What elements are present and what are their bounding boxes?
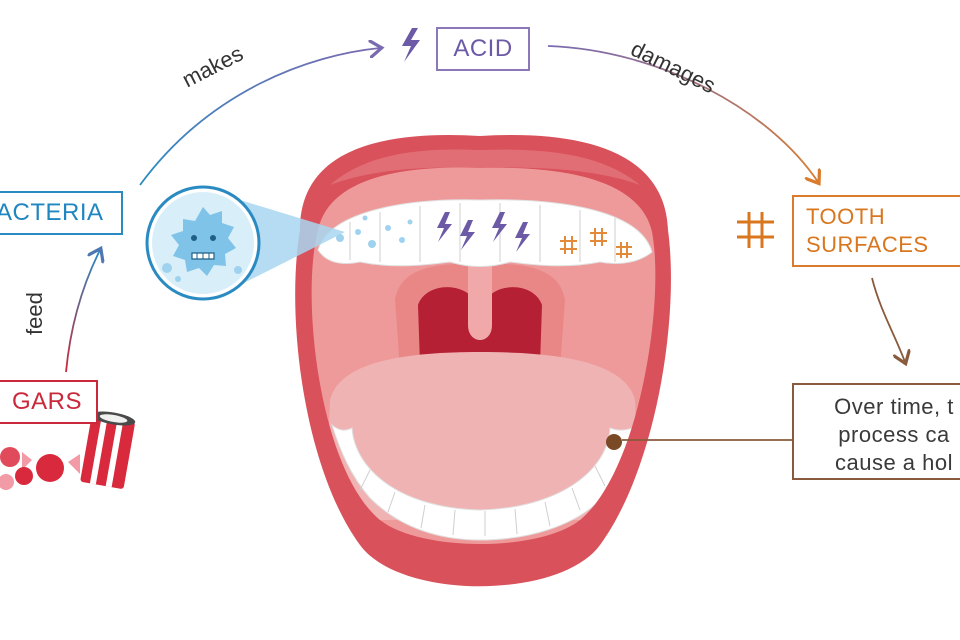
hash-grid-icon [737,212,774,248]
hole-line-1: Over time, t [834,394,954,419]
damage-marks [560,228,632,258]
magnifier-beam [240,200,345,285]
bacteria-box: ACTERIA [0,191,123,235]
plaque-dots [336,215,413,248]
acid-box: ACID [436,27,530,71]
lip-highlight [330,149,640,185]
throat-opening [418,287,542,365]
tooth-surfaces-box: TOOTH SURFACES [792,195,960,267]
tooth-surfaces-line-1: TOOTH [806,204,886,229]
feed-label: feed [22,292,47,335]
candy-icon [0,411,136,490]
hole-line-3: cause a hol [834,450,954,475]
to-hole-arrow [871,277,905,362]
sugars-label: GARS [11,388,82,415]
tooth-surfaces-line-2: SURFACES [806,232,929,257]
hole-line-2: process ca [838,422,950,447]
germ-icon [145,185,261,301]
damages-arrow [547,45,818,182]
lightning-icon [402,28,420,62]
cavity [606,434,622,450]
makes-arrow [139,48,380,186]
acid-on-teeth [437,212,530,252]
feed-arrow [65,250,100,373]
sugars-box: GARS [0,380,98,424]
hole-explanation-box: Over time, t process ca cause a hol [792,383,960,480]
bacteria-label: ACTERIA [0,199,104,226]
uvula [468,262,492,340]
acid-label: ACID [453,35,513,62]
lower-tooth-lines [359,465,606,536]
tongue [325,352,640,520]
